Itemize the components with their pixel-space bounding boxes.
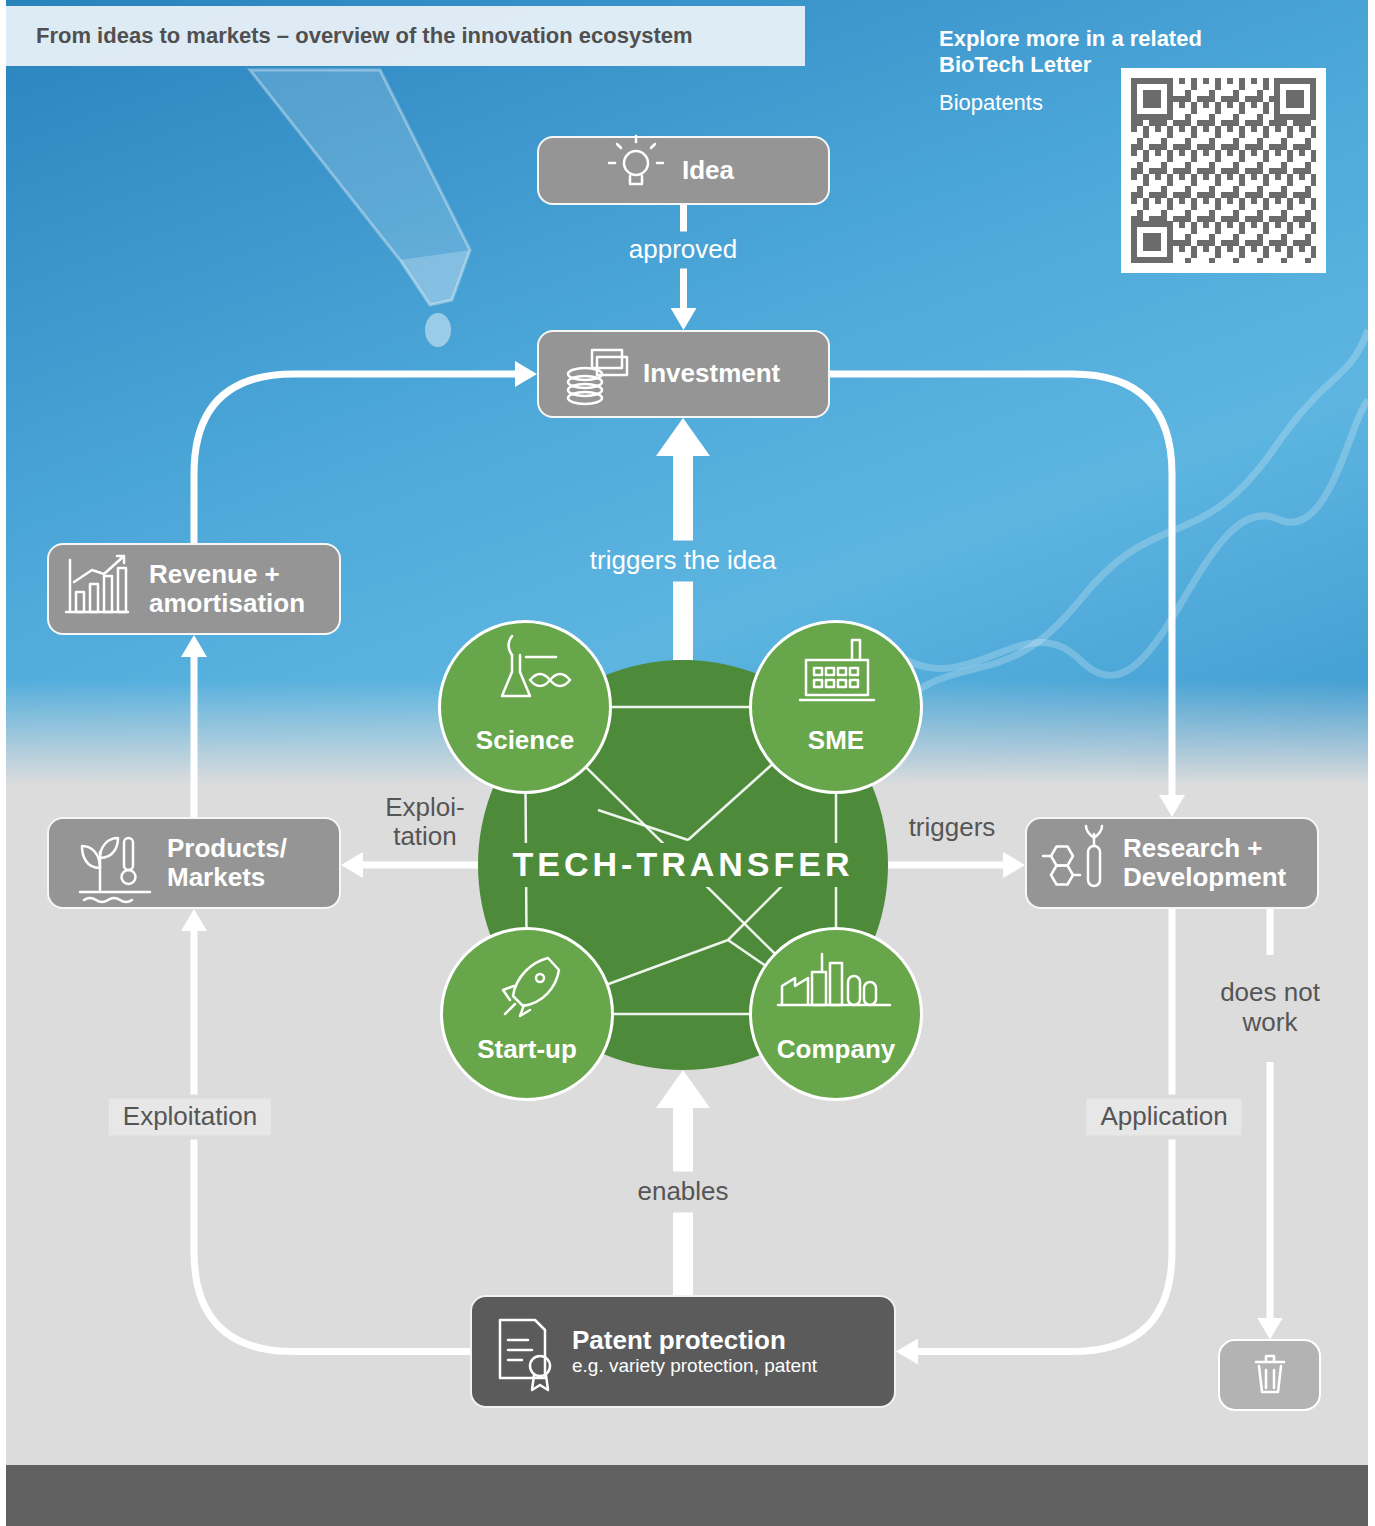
pipette-part [425,313,451,347]
node-label: TECH-TRANSFER [505,843,862,886]
edge-label: triggers [909,813,996,842]
node-text-group: Products/ Markets [167,834,327,892]
process-box: Idea [537,136,830,205]
actor-circle: Start-up [440,927,614,1101]
flow-arrow [194,374,516,543]
node-text-group: SME [757,726,915,755]
trash-icon-part [1256,1356,1284,1392]
footer-bar [6,1465,1368,1526]
process-box: Products/ Markets [47,817,341,909]
qr-code-part [1143,90,1161,108]
circle-shape [749,927,923,1101]
protection-box: Patent protectione.g. variety protection… [470,1295,896,1408]
trash-icon [1256,1356,1284,1392]
actor-circle: Science [438,620,612,794]
node-label: Start-up [448,1035,606,1064]
qr-code-part [1134,224,1170,260]
dna-helix-part [880,400,1368,675]
circle-outline [442,929,613,1100]
actor-circle: SME [749,620,923,794]
qr-code-part [1131,221,1173,263]
link-note: Explore more in a related BioTech Letter [939,26,1239,79]
node-text-group: Company [757,1035,915,1064]
dna-helix [880,330,1368,720]
node-label: Idea [682,156,816,185]
qr-code [1121,68,1326,273]
trash-bin-part [1219,1340,1320,1410]
flow-arrow [191,657,198,818]
circle-shape [749,620,923,794]
node-text-group: Research + Development [1123,834,1305,892]
qr-code-part [1121,68,1326,273]
qr-code-part [1286,90,1304,108]
circle-outline [751,622,922,793]
node-text-group: Revenue + amortisation [149,560,327,618]
edge-label: Exploi- tation [377,793,473,851]
node-label: Patent protection [572,1326,882,1355]
edge-label: approved [629,235,737,264]
flow-arrow [888,862,1004,869]
discard-arrow [1267,909,1274,1318]
node-label: Investment [643,359,816,388]
trash-bin [1219,1340,1320,1410]
node-text-group: Science [446,726,604,755]
qr-code-part [1131,78,1316,263]
node-text-group: Investment [643,359,816,388]
flow-arrow [363,862,479,869]
edge-label: Exploitation [109,1098,271,1135]
qr-code-part [1134,81,1170,117]
node-text-group: Patent protectione.g. variety protection… [572,1326,882,1376]
network-lines-part [525,706,836,709]
node-label: Revenue + amortisation [149,560,327,618]
dna-helix-part [880,330,1368,720]
pipette [250,70,470,347]
qr-code-part [1143,233,1161,251]
circle-shape [438,620,612,794]
node-label: SME [757,726,915,755]
node-text-group: Start-up [448,1035,606,1064]
title-banner: From ideas to markets – overview of the … [6,6,805,66]
actor-circle: Company [749,927,923,1101]
circle-shape [440,927,614,1101]
qr-code-part [1277,81,1313,117]
network-lines-part [598,810,688,840]
edge-label: enables [637,1177,728,1206]
edge-label: triggers the idea [590,546,776,575]
node-label: Science [446,726,604,755]
process-box: Investment [537,330,830,418]
node-label: Products/ Markets [167,834,327,892]
circle-outline [751,929,922,1100]
link-note: Biopatents [939,90,1109,116]
network-lines-part [688,707,836,840]
pipette-part [250,70,470,305]
process-box: Revenue + amortisation [47,543,341,635]
node-label: Company [757,1035,915,1064]
node-text-group: Idea [682,156,816,185]
branch-label: does not work [1205,978,1335,1038]
qr-code-part [1274,78,1316,120]
edge-label: Application [1086,1098,1241,1135]
node-subtext: e.g. variety protection, patent [572,1355,882,1376]
pipette-part [400,250,470,305]
process-box: Research + Development [1025,817,1319,909]
qr-code-part [1131,78,1173,120]
flow-arrow [194,931,470,1352]
circle-outline [440,622,611,793]
node-label: Research + Development [1123,834,1305,892]
